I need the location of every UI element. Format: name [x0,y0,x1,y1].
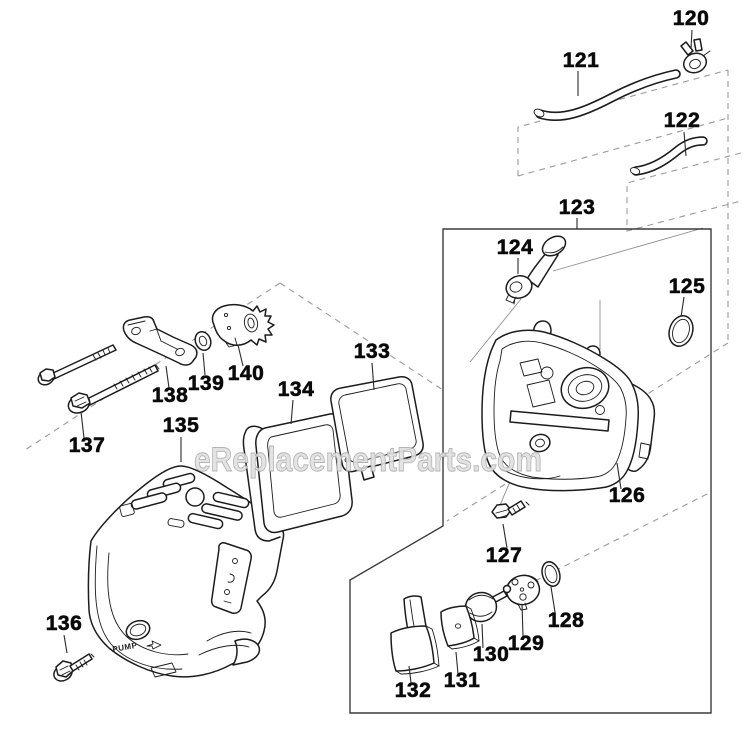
leader-line-126 [616,462,622,490]
part-label-136: 136 [46,612,83,635]
leader-line-125 [680,296,685,318]
part-label-120: 120 [673,7,710,30]
part-128-o-ring [541,561,561,587]
part-label-135: 135 [163,414,200,437]
part-label-139: 139 [188,372,225,395]
part-label-123: 123 [559,196,596,219]
leader-line-134 [290,399,294,425]
bolt-upper [37,344,117,386]
part-131-filter-pad [440,605,480,650]
part-label-133: 133 [354,340,391,363]
leader-line-137 [80,411,85,439]
part-label-124: 124 [497,236,534,259]
pump-arrow-icon [146,640,162,650]
leader-line-132 [408,665,412,684]
leader-line-131 [455,651,459,675]
leader-line-133 [371,362,375,391]
leader-line-136 [63,634,68,654]
part-label-128: 128 [548,609,585,632]
part-133-air-filter-cover [330,376,424,481]
part-129-primer-base [505,574,541,611]
part-127-screw [491,500,530,519]
part-label-138: 138 [152,384,189,407]
leader-line-120 [690,29,693,50]
part-label-137: 137 [69,434,106,457]
part-123-assembly-box [349,228,712,714]
leader-line-130 [481,623,484,649]
part-126-air-filter-housing [481,320,656,492]
part-label-130: 130 [473,643,510,666]
part-label-122: 122 [664,109,701,132]
part-label-127: 127 [486,544,523,567]
part-135-engine-cover: PUMP [87,465,285,678]
part-label-131: 131 [444,669,481,692]
part-138-bracket [122,316,198,366]
part-label-134: 134 [278,378,315,401]
leader-lines [63,29,693,684]
part-120-hose-clamp [680,38,711,74]
part-124-choke-lever [505,235,567,305]
part-132-cover-latch [390,595,440,675]
part-121-fuel-hose [533,69,681,122]
part-label-125: 125 [669,275,706,298]
part-label-132: 132 [395,679,432,702]
part-125-o-ring [668,315,694,347]
leader-line-129 [521,603,524,637]
part-label-121: 121 [563,49,600,72]
part-label-129: 129 [508,632,545,655]
part-label-140: 140 [228,362,265,385]
part-136-screw [53,653,95,682]
watermark-text: eReplacementParts.com [194,441,542,479]
part-label-126: 126 [609,484,646,507]
leader-line-139 [202,352,206,376]
leader-line-138 [165,365,170,389]
leader-line-128 [550,586,556,613]
part-137-bolt [67,364,160,414]
part-122-fuel-hose-short [629,136,708,176]
pump-text: PUMP [112,641,138,654]
part-140-choke-knob [211,303,275,348]
leader-line-127 [502,523,508,549]
part-139-washer [194,331,212,351]
leader-line-122 [683,131,687,157]
leader-line-140 [237,344,244,367]
